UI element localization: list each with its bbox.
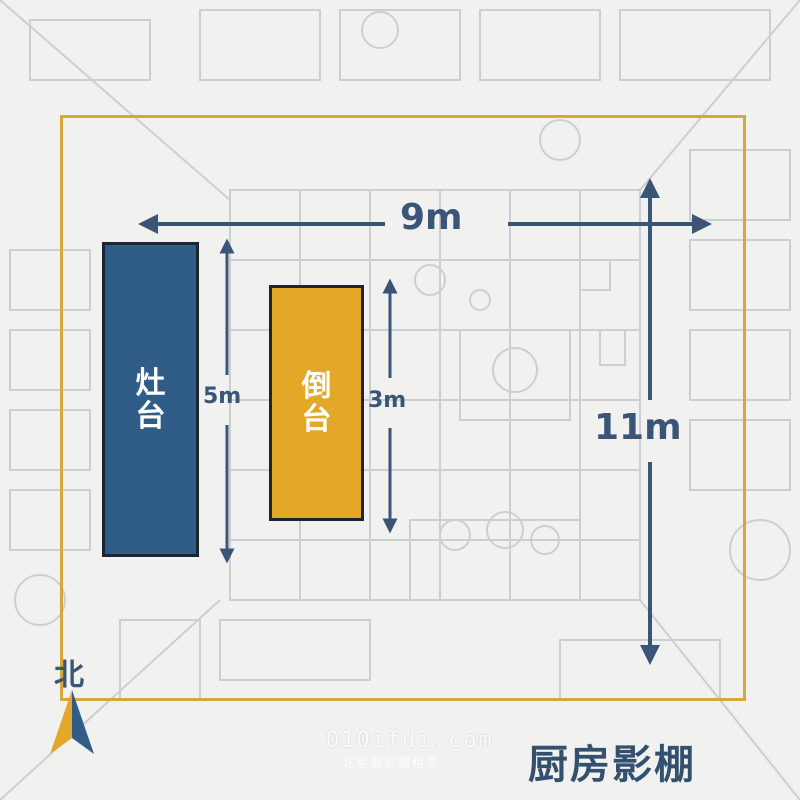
- width-label: 9m: [400, 197, 463, 238]
- stove-length-label: 5m: [203, 384, 242, 409]
- watermark-subtitle: 北京摄影棚租赁: [342, 756, 441, 770]
- studio-boundary: [60, 115, 746, 701]
- north-compass-icon: [50, 690, 94, 754]
- prep-length-label: 3m: [368, 388, 407, 413]
- stove-counter: 灶台: [102, 242, 199, 557]
- page-title: 厨房影棚: [528, 742, 696, 788]
- watermark-domain: 010ifdi.com: [326, 728, 494, 753]
- prep-counter-label: 倒台: [301, 369, 332, 437]
- height-label: 11m: [594, 407, 682, 448]
- north-label: 北: [54, 658, 84, 693]
- stove-counter-label: 灶台: [135, 365, 166, 434]
- prep-counter: 倒台: [269, 285, 364, 521]
